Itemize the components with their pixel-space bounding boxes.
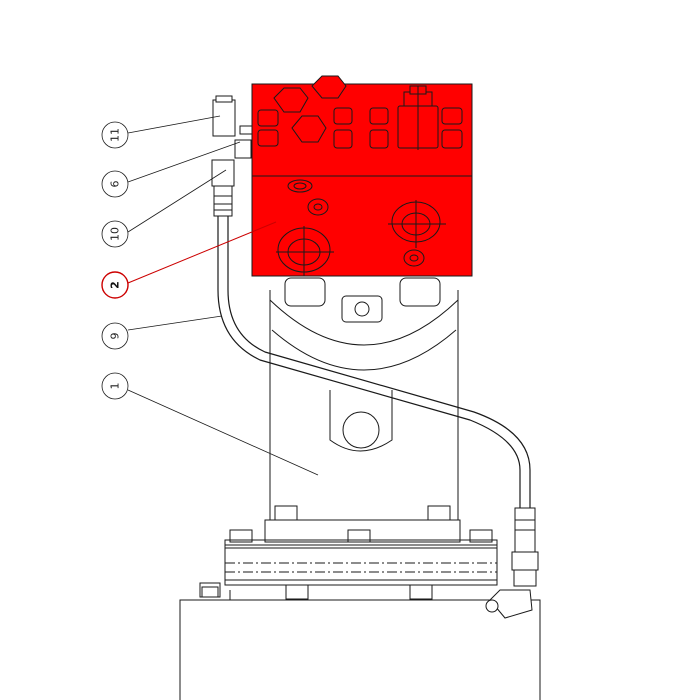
hydraulic-hose <box>217 216 531 510</box>
callout-11-label: 11 <box>109 128 122 142</box>
callout-10[interactable]: 10 <box>101 220 129 248</box>
callout-6-label: 6 <box>109 181 122 188</box>
cylinder-body <box>269 277 459 520</box>
tee-fitting <box>212 99 236 137</box>
base-housing <box>179 505 541 700</box>
callout-1-label: 1 <box>109 383 122 390</box>
hose-lower-fittings <box>485 507 539 619</box>
callout-9-label: 9 <box>109 333 122 340</box>
callout-2[interactable]: 2 <box>101 271 129 299</box>
callout-6[interactable]: 6 <box>101 170 129 198</box>
callout-10-label: 10 <box>109 227 122 241</box>
callout-11[interactable]: 11 <box>101 121 129 149</box>
callout-1[interactable]: 1 <box>101 372 129 400</box>
manifold-block-highlighted[interactable] <box>251 75 473 277</box>
callout-9[interactable]: 9 <box>101 322 129 350</box>
leader-line-active <box>127 221 277 284</box>
side-fittings <box>211 95 253 217</box>
callout-2-label: 2 <box>109 281 122 289</box>
adapter-fitting <box>234 139 252 159</box>
leader-lines <box>127 115 319 476</box>
swivel-nut <box>211 159 235 187</box>
